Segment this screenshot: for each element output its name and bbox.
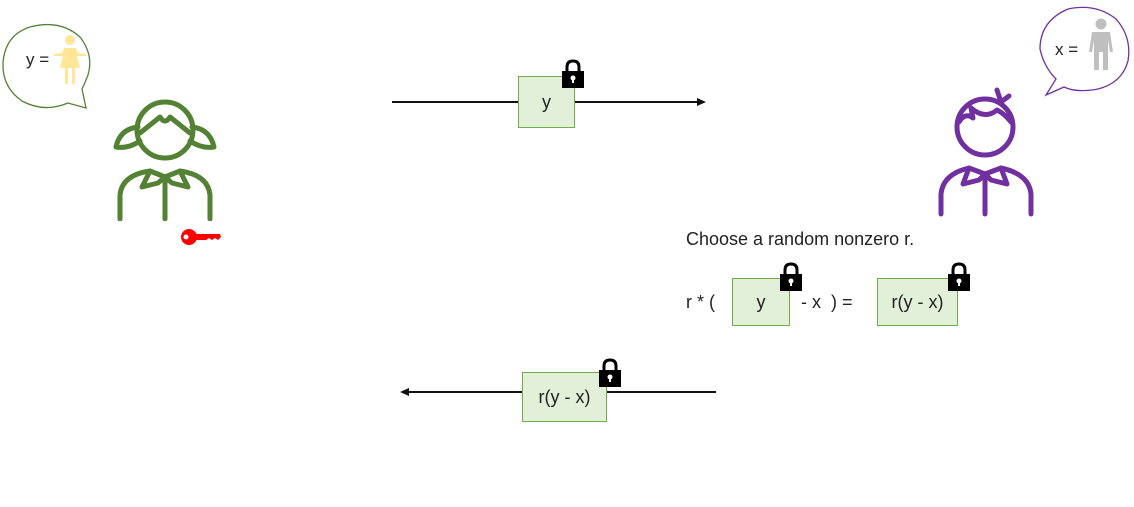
- alice-bubble-label: y =: [26, 50, 50, 69]
- alice-speech-bubble: [2, 23, 91, 109]
- lock-icon: [948, 262, 970, 291]
- lock-icon: [562, 59, 584, 88]
- woman-figure-icon: [54, 35, 86, 84]
- encrypted-message-box: r(y - x): [522, 372, 607, 422]
- instruction-text: Choose a random nonzero r.: [686, 229, 915, 249]
- private-key-icon: [181, 229, 221, 245]
- encrypted-result-box: r(y - x): [877, 278, 958, 326]
- arrowhead-right-icon: [697, 98, 706, 106]
- man-figure-icon: [1089, 18, 1113, 70]
- bob-person-icon: [938, 87, 1034, 217]
- bob-bubble-label: x =: [1055, 40, 1079, 59]
- arrowhead-left-icon: [400, 388, 409, 396]
- equation-prefix: r * (: [686, 292, 715, 312]
- lock-icon: [780, 262, 802, 291]
- lock-icon: [599, 358, 621, 387]
- bob-speech-bubble: [1039, 6, 1130, 97]
- equation-middle: - x ) =: [801, 292, 853, 312]
- alice-person-icon: [113, 99, 217, 221]
